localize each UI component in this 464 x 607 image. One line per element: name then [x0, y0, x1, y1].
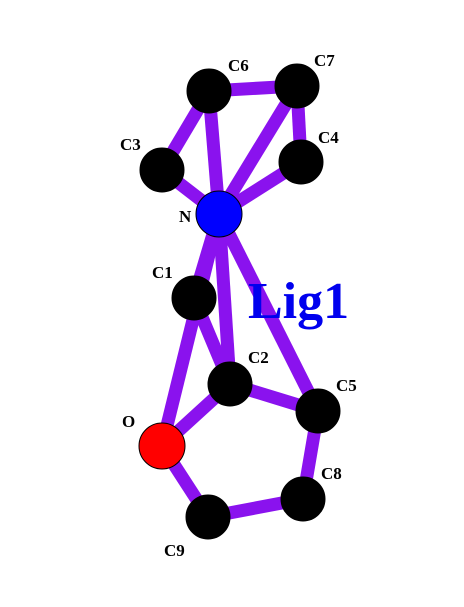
bond-n-c5	[213, 211, 324, 414]
atom-c4	[278, 139, 324, 185]
atom-label-c2: C2	[248, 348, 269, 367]
atom-c1	[171, 275, 217, 321]
atom-label-c8: C8	[321, 464, 342, 483]
atom-label-c3: C3	[120, 135, 141, 154]
atom-label-o: O	[122, 412, 135, 431]
atom-c2	[207, 361, 253, 407]
atom-label-c5: C5	[336, 376, 357, 395]
atom-label-c7: C7	[314, 51, 335, 70]
atom-o	[138, 422, 186, 470]
bond-n-o	[155, 212, 226, 448]
atom-c7	[274, 63, 320, 109]
atom-label-c9: C9	[164, 541, 185, 560]
atom-c9	[185, 494, 231, 540]
atom-n	[195, 190, 243, 238]
atom-label-c4: C4	[318, 128, 339, 147]
atom-label-c6: C6	[228, 56, 249, 75]
bond-c7-n	[213, 82, 303, 218]
atom-label-n: N	[179, 207, 192, 226]
atom-c3	[139, 147, 185, 193]
atoms-layer	[138, 63, 341, 540]
atom-c5	[295, 388, 341, 434]
molecule-title: Lig1	[248, 273, 349, 330]
atom-c6	[186, 68, 232, 114]
atom-c8	[280, 476, 326, 522]
atom-label-c1: C1	[152, 263, 173, 282]
bond-n-c2	[212, 213, 237, 385]
